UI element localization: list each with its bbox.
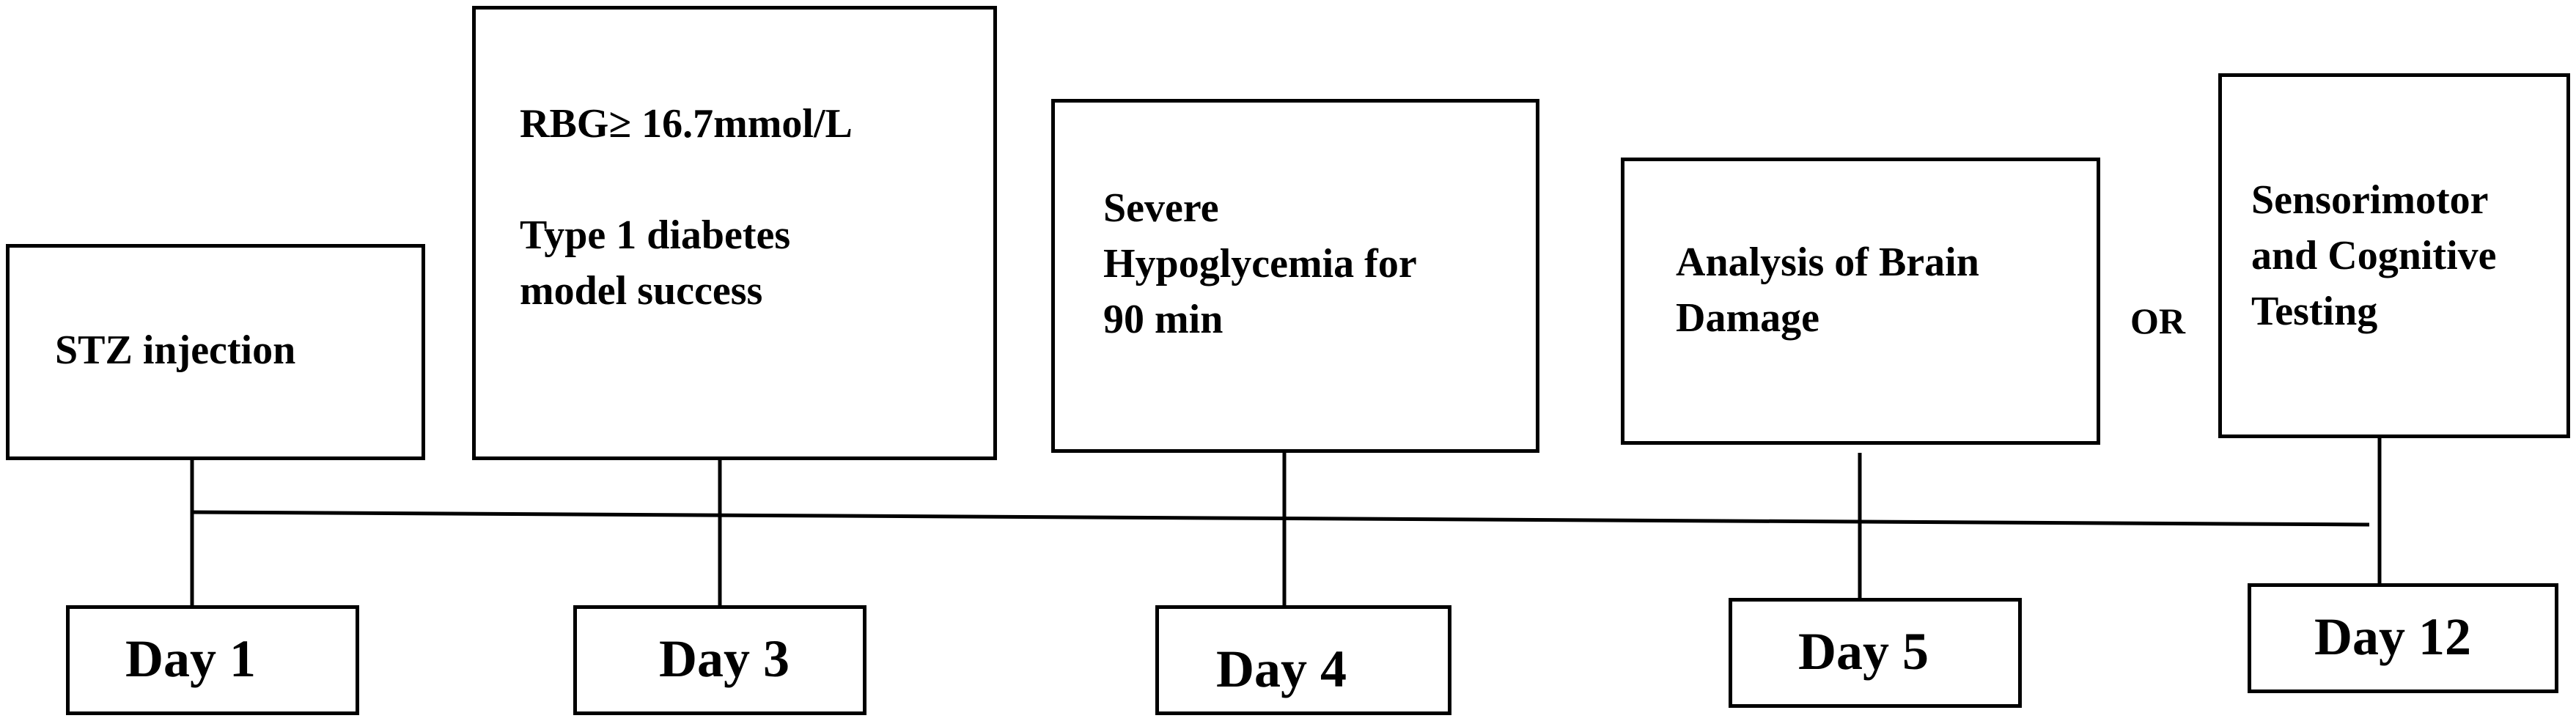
day-box-3: Day 3 bbox=[573, 605, 866, 715]
timeline-axis bbox=[191, 510, 2370, 527]
event-box-stz: STZ injection bbox=[6, 244, 425, 460]
day-label-5: Day 5 bbox=[1798, 622, 1929, 681]
event-label-brain: Analysis of Brain Damage bbox=[1676, 240, 1979, 341]
day-box-12: Day 12 bbox=[2248, 583, 2558, 693]
day-box-4: Day 4 bbox=[1155, 605, 1451, 715]
day-label-3: Day 3 bbox=[659, 629, 790, 688]
event-box-model: RBG≥ 16.7mmol/L Type 1 diabetes model su… bbox=[472, 6, 997, 460]
event-label-hypo: Severe Hypoglycemia for 90 min bbox=[1103, 185, 1417, 342]
event-label-model: RBG≥ 16.7mmol/L Type 1 diabetes model su… bbox=[520, 101, 853, 314]
or-connector: OR bbox=[2130, 300, 2185, 341]
event-box-testing: Sensorimotor and Cognitive Testing bbox=[2218, 73, 2570, 438]
event-box-brain: Analysis of Brain Damage bbox=[1621, 158, 2100, 445]
event-label-stz: STZ injection bbox=[55, 328, 296, 373]
day-label-4: Day 4 bbox=[1216, 640, 1347, 698]
day-label-1: Day 1 bbox=[125, 629, 256, 688]
day-label-12: Day 12 bbox=[2314, 607, 2471, 666]
day-box-1: Day 1 bbox=[66, 605, 359, 715]
day-box-5: Day 5 bbox=[1729, 598, 2022, 708]
event-label-testing: Sensorimotor and Cognitive Testing bbox=[2251, 177, 2497, 334]
event-box-hypo: Severe Hypoglycemia for 90 min bbox=[1051, 99, 1539, 453]
